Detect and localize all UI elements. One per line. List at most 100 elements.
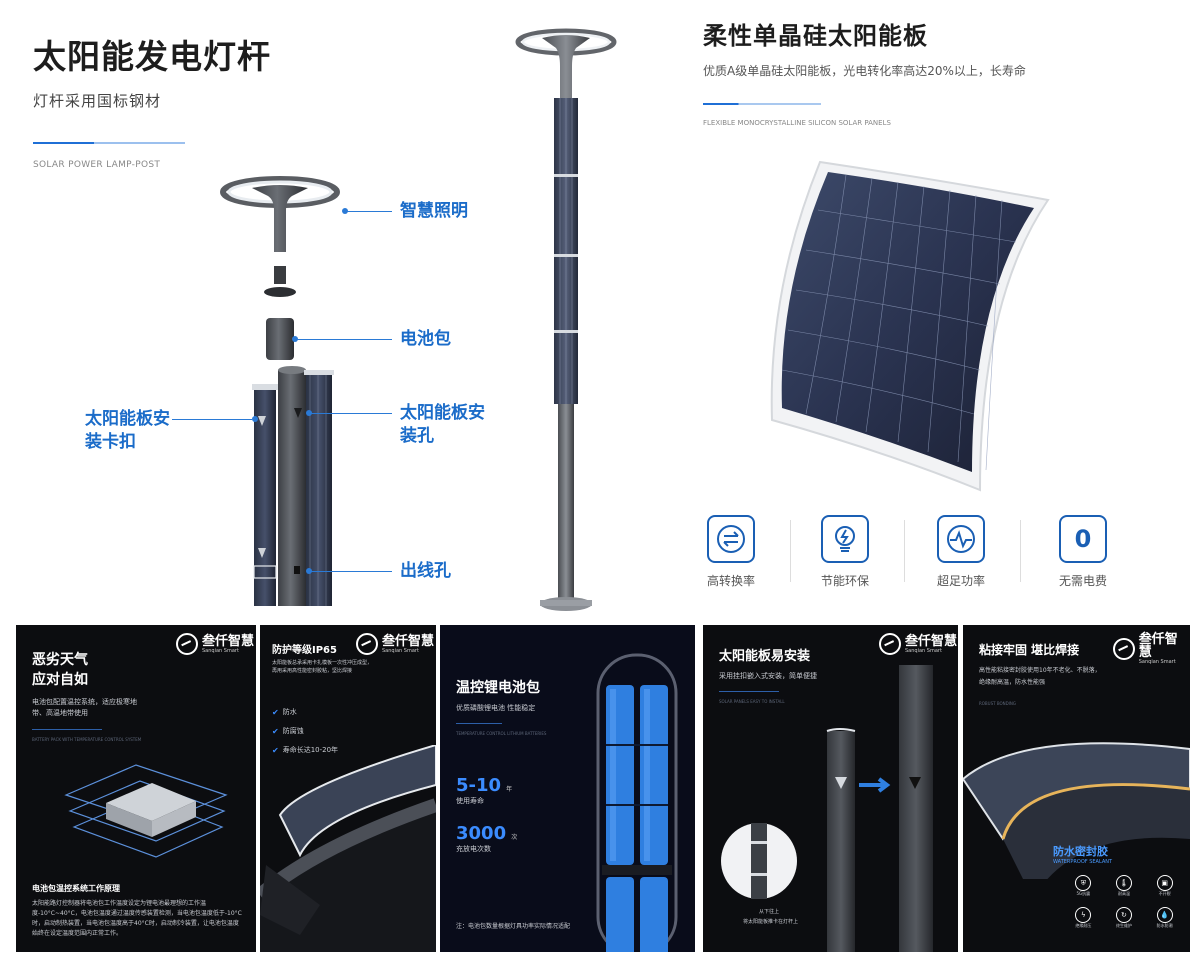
battery-life-unit: 年 xyxy=(506,786,513,793)
install-desc: 采用挂扣嵌入式安装，简单便捷 xyxy=(719,672,817,680)
cycle-icon: ↻ xyxy=(1115,907,1132,923)
panel-tube-illustration xyxy=(260,745,436,952)
zero-icon: 0 xyxy=(1059,515,1107,563)
panel-battery: 温控锂电池包 优质磷酸锂电池 性能稳定 TEMPERATURE CONTROL … xyxy=(440,625,695,952)
battery-life-stat: 5-10 年 使用寿命 xyxy=(456,775,512,807)
ip65-desc: 太阳能板总承采用卡扎模板一次性冲压成型，再用采用高性能密封胶粘，坚比焊接 xyxy=(272,660,373,674)
brand-mark-icon xyxy=(356,633,378,655)
sealant-arch-illustration xyxy=(963,742,1190,952)
outlet-callout-line xyxy=(310,571,392,572)
battery-divider xyxy=(456,723,502,724)
battery-note: 注：电池包数量根据灯具功率实际情况适配 xyxy=(456,923,571,930)
feature-divider xyxy=(790,520,791,582)
weather-divider xyxy=(32,729,102,730)
panel-hole-callout-line xyxy=(310,413,392,414)
lamp-post-subtitle: 灯杆采用国标钢材 xyxy=(33,92,162,110)
lighting-callout: 智慧照明 xyxy=(400,201,468,221)
brand-sub: Sanqian Smart xyxy=(382,647,419,654)
brand-sub: Sanqian Smart xyxy=(1138,659,1176,665)
property-item: 💧 防水防潮 xyxy=(1144,907,1185,929)
weather-desc: 电池包配置温控系统，适应极寒地带、高温地带使用 xyxy=(32,698,137,717)
battery-cycles-label: 充放电次数 xyxy=(456,845,491,853)
install-illustration xyxy=(721,665,933,952)
feature-label: 节能环保 xyxy=(820,574,869,588)
property-item: ϟ 绝缘耐压 xyxy=(1063,907,1104,929)
eco-bulb-icon xyxy=(821,515,869,563)
check-item: ✔防水 xyxy=(272,708,297,717)
solar-title-divider xyxy=(703,103,821,105)
property-item: ⛨ 5G抗震 xyxy=(1063,875,1104,897)
battery-callout: 电池包 xyxy=(400,329,451,349)
feature-divider xyxy=(1020,520,1021,582)
feature-high-conversion: 高转换率 xyxy=(676,515,786,589)
feature-label: 高转换率 xyxy=(706,574,755,588)
battery-cycles-unit: 次 xyxy=(511,834,518,841)
feature-divider xyxy=(904,520,905,582)
sealant-desc-2: 绝缘耐高温，防水性能强 xyxy=(979,679,1046,686)
check-item: ✔寿命长达10-20年 xyxy=(272,746,339,755)
property-item: ▣ 不开裂 xyxy=(1144,875,1185,897)
sealant-english: ROBUST BONDING xyxy=(979,701,1017,706)
install-caption-2: 将太阳能板推卡在灯杆上 xyxy=(743,919,799,925)
exchange-arrows-icon xyxy=(707,515,755,563)
outlet-callout-dot xyxy=(306,568,312,574)
lightning-icon: ϟ xyxy=(1075,907,1092,923)
battery-cells-illustration xyxy=(596,653,678,952)
crack-icon: ▣ xyxy=(1156,875,1173,891)
brand-name: 叁仟智慧 xyxy=(382,633,435,649)
install-caption-1: 从下往上 xyxy=(759,909,780,915)
battery-life-label: 使用寿命 xyxy=(456,797,484,805)
thermometer-icon: 🌡 xyxy=(1115,875,1132,891)
battery-life-value: 5-10 xyxy=(456,775,502,796)
ip65-check-list: ✔防水 ✔防腐蚀 ✔寿命长达10-20年 xyxy=(272,707,338,756)
solar-panel-subtitle: 优质A级单晶硅太阳能板，光电转化率高达20%以上，长寿命 xyxy=(703,64,1026,78)
check-icon: ✔ xyxy=(272,746,279,755)
power-pulse-icon xyxy=(937,515,985,563)
check-icon: ✔ xyxy=(272,727,279,736)
weather-title-2: 应对自如 xyxy=(32,672,88,688)
feature-eco: 节能环保 xyxy=(790,515,900,589)
brand-sub: Sanqian Smart xyxy=(202,647,239,654)
clip-callout-dot xyxy=(252,416,258,422)
battery-cycles-value: 3000 xyxy=(456,823,507,844)
panel-hole-callout-dot xyxy=(306,410,312,416)
solar-panel-english: FLEXIBLE MONOCRYSTALLINE SILICON SOLAR P… xyxy=(703,119,891,127)
lighting-callout-dot xyxy=(342,208,348,214)
lamp-post-english: SOLAR POWER LAMP-POST xyxy=(33,160,161,170)
property-item: 🌡 耐高温 xyxy=(1104,875,1145,897)
lamp-exploded-illustration xyxy=(220,176,340,606)
brand-mark-icon xyxy=(176,633,198,655)
weather-english: BATTERY PACK WITH TEMPERATURE CONTROL SY… xyxy=(32,737,142,742)
brand-name: 叁仟智慧 xyxy=(1138,632,1178,660)
weather-foot-text: 太阳能路灯控制器将电池包工作温度设定为锂电池最理想的工作温度-10°C~40°C… xyxy=(32,900,242,937)
lamp-post-title: 太阳能发电灯杆 xyxy=(33,37,271,76)
feature-no-electric-bill: 0 无需电费 xyxy=(1028,515,1138,589)
battery-box-wireframe-illustration xyxy=(64,764,228,858)
sealant-property-grid: ⛨ 5G抗震 🌡 耐高温 ▣ 不开裂 ϟ 绝缘耐压 ↻ 终生维护 💧 防水防潮 xyxy=(1063,875,1185,929)
feature-label: 超足功率 xyxy=(936,574,985,588)
feature-label: 无需电费 xyxy=(1058,574,1107,588)
solar-panel-title: 柔性单晶硅太阳能板 xyxy=(703,22,928,50)
sealant-badge-title: 防水密封胶 xyxy=(1053,845,1108,858)
weather-title-1: 恶劣天气 xyxy=(32,652,88,668)
title-divider xyxy=(33,142,185,144)
clip-callout-line xyxy=(172,419,252,420)
outlet-callout: 出线孔 xyxy=(400,561,451,581)
check-icon: ✔ xyxy=(272,708,279,717)
sealant-desc-1: 高性能粘接密封胶使用10年不老化、不脱落， xyxy=(979,667,1101,674)
feature-power: 超足功率 xyxy=(906,515,1016,589)
flexible-solar-panel-illustration xyxy=(770,160,1050,492)
panel-hole-callout: 太阳能板安装孔 xyxy=(400,403,485,446)
sealant-badge-english: WATERPROOF SEALANT xyxy=(1053,859,1113,865)
battery-callout-line xyxy=(296,339,392,340)
sealant-badge: 防水密封胶 WATERPROOF SEALANT xyxy=(1053,843,1112,865)
property-item: ↻ 终生维护 xyxy=(1104,907,1145,929)
clip-callout: 太阳能板安装卡扣 xyxy=(85,409,170,452)
